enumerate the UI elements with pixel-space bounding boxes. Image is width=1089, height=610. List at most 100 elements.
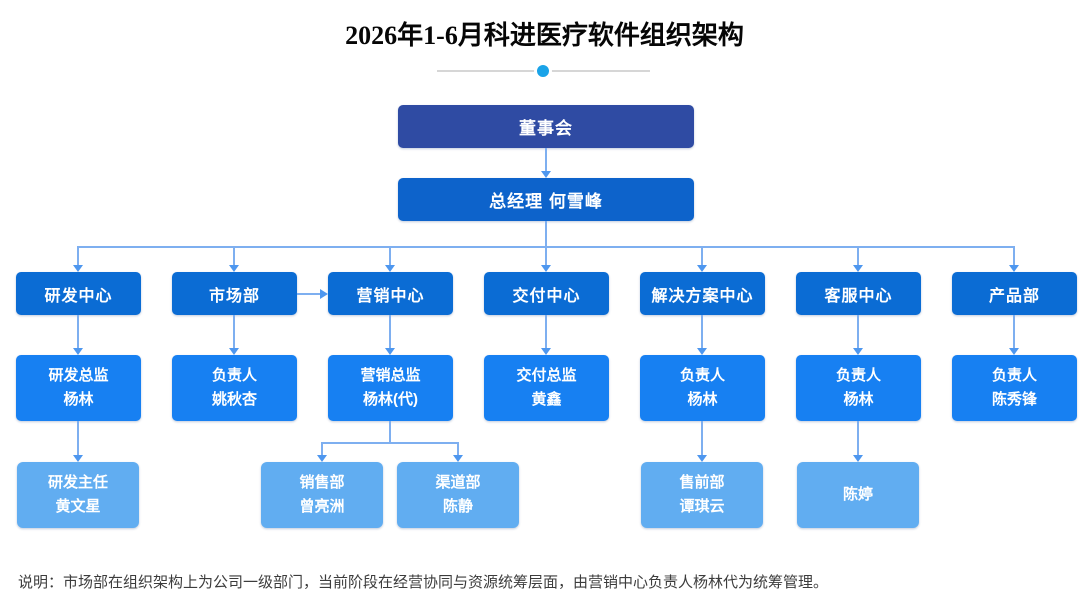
dept-label: 解决方案中心 <box>651 287 754 305</box>
manager-box-sales-center: 营销总监 杨林(代) <box>328 355 453 421</box>
delegation-connector-line <box>297 293 321 295</box>
manager-name: 杨林 <box>63 391 94 408</box>
connector-line <box>77 315 79 349</box>
connector-line <box>233 315 235 349</box>
connector-line <box>545 221 547 248</box>
manager-name: 黄鑫 <box>531 391 562 408</box>
arrow-down-icon <box>385 265 395 272</box>
arrow-down-icon <box>541 265 551 272</box>
sub-name: 曾亮洲 <box>299 498 345 515</box>
manager-name: 姚秋杏 <box>211 391 257 408</box>
sub-box-presales-dept: 售前部 谭琪云 <box>641 462 763 528</box>
arrow-down-icon <box>73 455 83 462</box>
dept-box-sales-center: 营销中心 <box>328 272 453 315</box>
dept-label: 交付中心 <box>512 287 581 305</box>
sub-title: 销售部 <box>299 474 345 491</box>
connector-line <box>389 421 391 443</box>
arrow-down-icon <box>73 348 83 355</box>
dept-label: 产品部 <box>988 287 1040 305</box>
arrow-down-icon <box>853 265 863 272</box>
dept-box-delivery-center: 交付中心 <box>484 272 609 315</box>
gm-label: 总经理 何雪峰 <box>489 192 603 211</box>
arrow-down-icon <box>229 348 239 355</box>
connector-line <box>1013 315 1015 349</box>
manager-box-marketing-dept: 负责人 姚秋杏 <box>172 355 297 421</box>
sub-box-rd-director: 研发主任 黄文星 <box>17 462 139 528</box>
manager-name: 杨林 <box>843 391 874 408</box>
connector-line <box>857 247 859 266</box>
sub-title: 研发主任 <box>47 474 108 491</box>
connector-line <box>1013 247 1015 266</box>
dept-label: 市场部 <box>208 287 260 305</box>
dept-box-marketing-dept: 市场部 <box>172 272 297 315</box>
arrow-right-icon <box>320 289 328 299</box>
sub-box-chenting: 陈婷 <box>797 462 919 528</box>
sub-title: 渠道部 <box>435 474 481 491</box>
board-box: 董事会 <box>398 105 694 148</box>
arrow-down-icon <box>541 348 551 355</box>
connector-line <box>545 247 547 266</box>
dept-box-rd-center: 研发中心 <box>16 272 141 315</box>
manager-title: 研发总监 <box>48 367 109 384</box>
manager-box-solution-center: 负责人 杨林 <box>640 355 765 421</box>
manager-title: 负责人 <box>991 367 1037 384</box>
manager-title: 负责人 <box>211 367 257 384</box>
sub-title: 陈婷 <box>842 486 873 503</box>
sub-box-sales-dept: 销售部 曾亮洲 <box>261 462 383 528</box>
dept-box-solution-center: 解决方案中心 <box>640 272 765 315</box>
connector-line <box>389 247 391 266</box>
arrow-down-icon <box>697 455 707 462</box>
sub-name: 黄文星 <box>55 498 101 515</box>
manager-title: 负责人 <box>679 367 725 384</box>
manager-name: 陈秀锋 <box>991 391 1037 408</box>
manager-box-product-dept: 负责人 陈秀锋 <box>952 355 1077 421</box>
arrow-down-icon <box>1009 265 1019 272</box>
arrow-down-icon <box>453 455 463 462</box>
footnote: 说明：市场部在组织架构上为公司一级部门，当前阶段在经营协同与资源统筹层面，由营销… <box>18 574 829 591</box>
dept-box-service-center: 客服中心 <box>796 272 921 315</box>
connector-line <box>545 315 547 349</box>
dept-box-product-dept: 产品部 <box>952 272 1077 315</box>
connector-line <box>701 315 703 349</box>
manager-box-rd-center: 研发总监 杨林 <box>16 355 141 421</box>
sub-box-channel-dept: 渠道部 陈静 <box>397 462 519 528</box>
manager-box-delivery-center: 交付总监 黄鑫 <box>484 355 609 421</box>
arrow-down-icon <box>853 348 863 355</box>
arrow-down-icon <box>385 348 395 355</box>
manager-title: 交付总监 <box>516 367 577 384</box>
connector-line <box>701 421 703 456</box>
connector-line <box>457 442 459 456</box>
arrow-down-icon <box>317 455 327 462</box>
arrow-down-icon <box>697 265 707 272</box>
connector-branch-line <box>321 442 459 444</box>
gm-box: 总经理 何雪峰 <box>398 178 694 221</box>
arrow-down-icon <box>73 265 83 272</box>
manager-title: 负责人 <box>835 367 881 384</box>
arrow-down-icon <box>853 455 863 462</box>
dept-label: 营销中心 <box>356 287 425 305</box>
connector-line <box>77 421 79 456</box>
manager-name: 杨林(代) <box>363 391 418 408</box>
connector-line <box>545 148 547 172</box>
arrow-down-icon <box>697 348 707 355</box>
connector-line <box>389 315 391 349</box>
manager-name: 杨林 <box>687 391 718 408</box>
arrow-down-icon <box>541 171 551 178</box>
sub-title: 售前部 <box>679 474 725 491</box>
connector-line <box>701 247 703 266</box>
connector-line <box>857 421 859 456</box>
connector-line <box>857 315 859 349</box>
manager-box-service-center: 负责人 杨林 <box>796 355 921 421</box>
manager-title: 营销总监 <box>360 367 421 384</box>
connector-line <box>321 442 323 456</box>
dept-label: 客服中心 <box>824 287 893 305</box>
arrow-down-icon <box>1009 348 1019 355</box>
connector-line <box>77 247 79 266</box>
sub-name: 谭琪云 <box>679 498 725 515</box>
dept-label: 研发中心 <box>44 287 113 305</box>
arrow-down-icon <box>229 265 239 272</box>
connector-line <box>233 247 235 266</box>
board-label: 董事会 <box>519 119 573 138</box>
sub-name: 陈静 <box>442 498 473 515</box>
